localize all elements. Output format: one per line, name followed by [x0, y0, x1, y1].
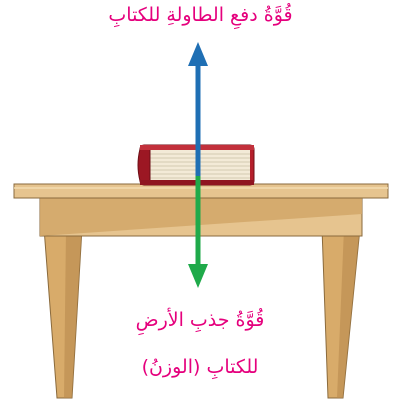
normal-force-label: قُوَّةُ دفعِ الطاولةِ للكتابِ: [60, 4, 341, 26]
table-top: [14, 184, 388, 198]
table-apron: [40, 198, 362, 236]
book-spine: [138, 149, 150, 181]
weight-label-line2: للكتابِ (الوزنُ): [80, 356, 320, 378]
weight-label-line1: قُوَّةُ جذبِ الأرضِ: [80, 309, 320, 331]
